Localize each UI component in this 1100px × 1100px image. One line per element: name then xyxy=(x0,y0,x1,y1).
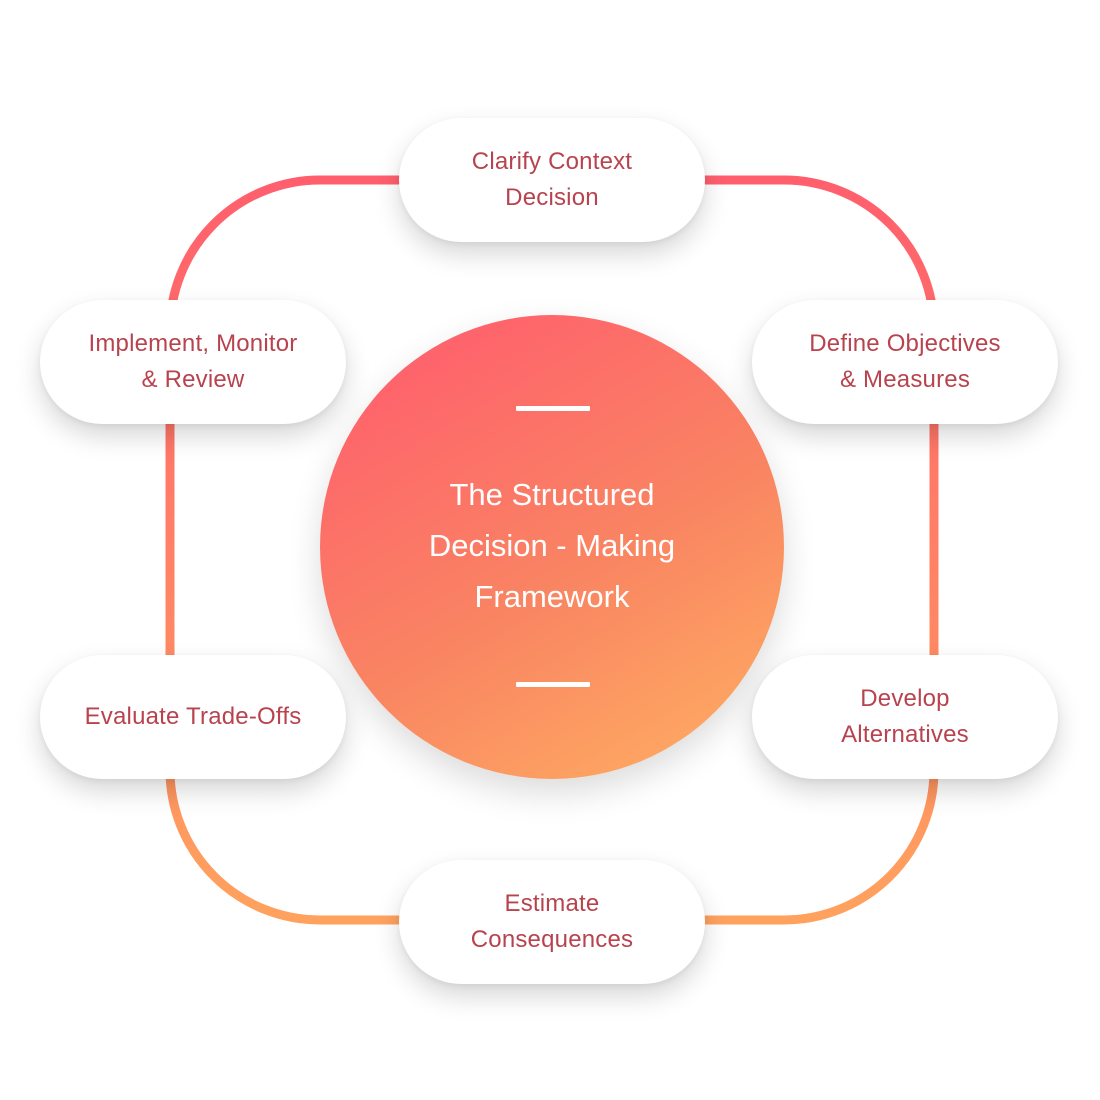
framework-title: The Structured Decision - Making Framewo… xyxy=(428,477,676,614)
step-label: Evaluate Trade-Offs xyxy=(84,703,302,730)
step-define-objectives: Define Objectives & Measures xyxy=(752,300,1058,424)
step-label: Develop Alternatives xyxy=(841,685,969,748)
framework-center-circle: The Structured Decision - Making Framewo… xyxy=(320,315,784,779)
step-estimate-consequences: Estimate Consequences xyxy=(399,860,705,984)
center-divider-top xyxy=(516,406,590,411)
step-clarify-context: Clarify Context Decision xyxy=(399,118,705,242)
step-label: Clarify Context Decision xyxy=(471,148,633,211)
step-label: Define Objectives & Measures xyxy=(809,330,1001,393)
step-implement-monitor-review: Implement, Monitor & Review xyxy=(40,300,346,424)
step-label: Estimate Consequences xyxy=(470,890,634,953)
step-develop-alternatives: Develop Alternatives xyxy=(752,655,1058,779)
step-evaluate-trade-offs: Evaluate Trade-Offs xyxy=(40,655,346,779)
center-divider-bottom xyxy=(516,682,590,687)
step-label: Implement, Monitor & Review xyxy=(88,330,298,393)
